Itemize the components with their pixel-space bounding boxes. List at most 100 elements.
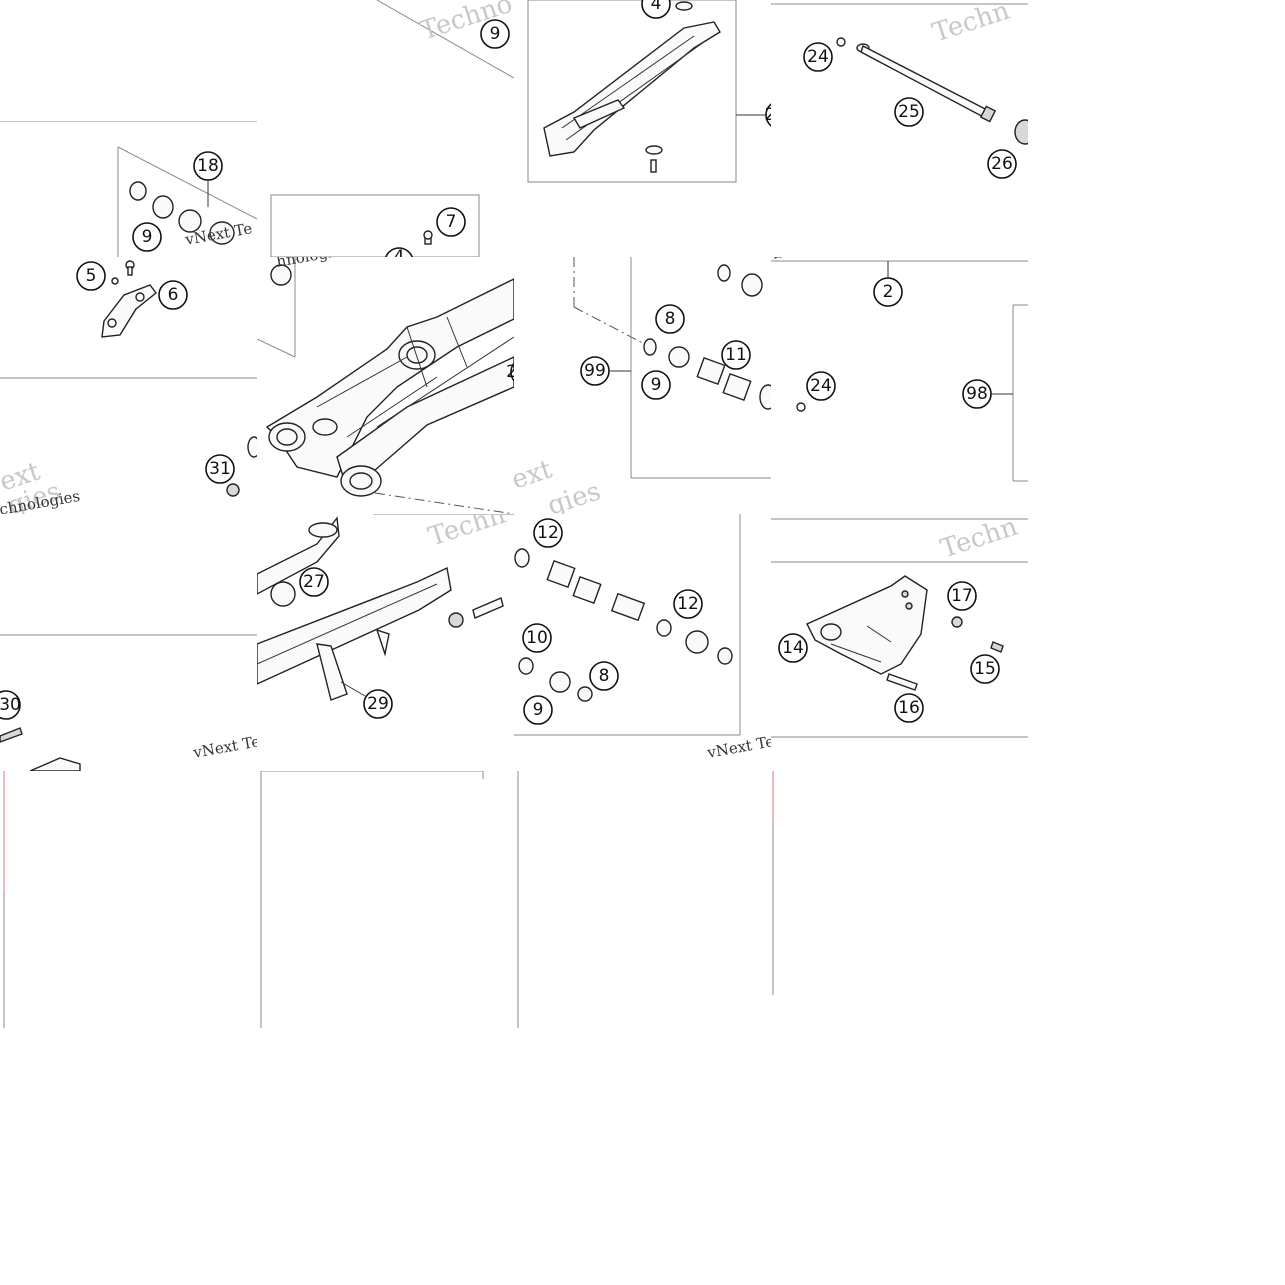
- axle-nut: [1014, 119, 1028, 145]
- bushing: [643, 338, 657, 356]
- diagram-tile-r1c0-top: 18 9 vNext Te: [0, 121, 257, 257]
- bolt-partial: [0, 727, 23, 743]
- diagram-tile-r3c2: [514, 771, 771, 1028]
- bolt: [472, 597, 504, 619]
- diagram-tile-r3c0: [0, 771, 257, 1028]
- diagram-tile-r1c0: 5 6 31 ext gies ch: [0, 257, 257, 514]
- chain-slider-arm: [257, 516, 452, 701]
- svg-text:9: 9: [651, 375, 662, 395]
- bushing-partial: [247, 436, 257, 458]
- circlip: [656, 619, 672, 637]
- bolt: [886, 673, 918, 691]
- callout-17: 17: [947, 581, 977, 611]
- chain-guide-clamp: [101, 284, 157, 338]
- callout-24: 24: [806, 371, 836, 401]
- seal-ring: [549, 671, 571, 693]
- nut: [448, 612, 464, 628]
- callout-27: 27: [299, 567, 329, 597]
- callout-98: 98: [962, 379, 992, 409]
- diagram-tile-r2c0: 30 vNext Tec: [0, 514, 257, 771]
- svg-text:17: 17: [951, 586, 973, 606]
- svg-text:8: 8: [665, 309, 676, 329]
- callout-9: 9: [641, 370, 671, 400]
- screw: [645, 145, 663, 173]
- diagram-tile-r0c3: 24 25 26 Techn: [771, 0, 1028, 257]
- svg-text:24: 24: [807, 47, 829, 67]
- bearing: [209, 221, 235, 245]
- nut: [226, 483, 240, 497]
- nut: [951, 616, 963, 628]
- diagram-tile-r3c3: [771, 771, 1028, 1028]
- svg-text:2: 2: [883, 282, 894, 302]
- bushing: [717, 647, 733, 665]
- bushing: [717, 264, 731, 282]
- svg-text:9: 9: [142, 227, 153, 247]
- bushing: [518, 657, 534, 675]
- callout-9: 9: [132, 222, 162, 252]
- callout-5: 5: [76, 261, 106, 291]
- svg-text:24: 24: [810, 376, 832, 396]
- svg-text:2: 2: [765, 105, 771, 125]
- bushing: [129, 181, 147, 201]
- callout-24: 24: [803, 42, 833, 72]
- seal-ring: [270, 581, 296, 607]
- svg-text:11: 11: [725, 345, 747, 365]
- bolt-small: [423, 230, 433, 245]
- swingarm: [265, 278, 514, 497]
- chain-guide: [806, 575, 928, 675]
- callout-26: 26: [987, 149, 1017, 179]
- svg-text:9: 9: [490, 24, 501, 44]
- circlip: [514, 548, 530, 568]
- callout-4: 4: [641, 0, 671, 19]
- callout-18: 18: [193, 151, 223, 181]
- svg-text:26: 26: [991, 154, 1013, 174]
- swingarm-axle: [856, 43, 997, 123]
- diagram-tile-r0c1: 9 7 4 Techno: [257, 0, 514, 257]
- chain-slider: [543, 21, 721, 157]
- callout-12: 12: [533, 518, 563, 548]
- callout-11: 11: [721, 340, 751, 370]
- svg-text:4: 4: [651, 0, 662, 14]
- seal-ring: [152, 195, 174, 219]
- svg-text:10: 10: [526, 628, 548, 648]
- callout-14: 14: [778, 633, 808, 663]
- needle-bearing: [546, 559, 576, 589]
- callout-16: 16: [894, 693, 924, 723]
- washer: [675, 1, 693, 11]
- diagram-tile-r1c1: 28 hnologies: [257, 257, 514, 514]
- svg-text:15: 15: [974, 659, 996, 679]
- callout-9: 9: [523, 695, 553, 725]
- callout-30-partial: 30: [0, 690, 21, 720]
- diagram-tile-r2c3: 17 14 15 16 Techn: [771, 514, 1028, 771]
- callout-8: 8: [655, 304, 685, 334]
- svg-text:18: 18: [197, 156, 219, 176]
- svg-text:5: 5: [86, 266, 97, 286]
- diagram-tile-r2c1: 27 29 Techn: [257, 514, 514, 771]
- part-partial: [29, 757, 81, 771]
- callout-29: 29: [363, 689, 393, 719]
- spacer: [796, 402, 806, 412]
- seal-ring: [668, 346, 690, 368]
- washer: [270, 264, 292, 286]
- needle-bearing: [696, 356, 726, 386]
- screw: [111, 260, 135, 285]
- svg-text:28: 28: [506, 362, 514, 382]
- bearing: [178, 209, 202, 233]
- svg-text:12: 12: [677, 594, 699, 614]
- diagram-tile-r0c2: 4 2: [514, 0, 771, 257]
- spacer: [836, 37, 846, 47]
- seal-ring: [685, 630, 709, 654]
- svg-text:30: 30: [0, 695, 21, 715]
- seal-ring: [741, 273, 763, 297]
- sleeve: [610, 592, 646, 622]
- callout-2-partial: 2: [765, 103, 771, 127]
- svg-text:98: 98: [966, 384, 988, 404]
- diagram-tile-r3c1: [257, 771, 514, 1028]
- callout-7: 7: [436, 207, 466, 237]
- callout-31: 31: [205, 454, 235, 484]
- svg-text:14: 14: [782, 638, 804, 658]
- svg-text:27: 27: [303, 572, 325, 592]
- svg-text:6: 6: [168, 285, 179, 305]
- sleeve-partial: [759, 384, 771, 410]
